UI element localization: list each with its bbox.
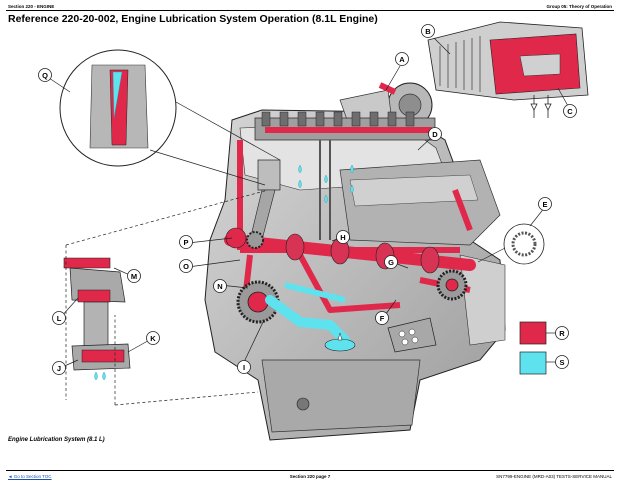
- legend-key-r: R: [555, 326, 569, 340]
- svg-text:K: K: [150, 334, 156, 343]
- callout-q: Q: [38, 68, 52, 82]
- callout-g: G: [384, 255, 398, 269]
- svg-text:L: L: [57, 314, 62, 323]
- oil-suction-passages: [265, 282, 356, 352]
- callout-b: B: [421, 24, 435, 38]
- legend-key-s: S: [555, 355, 569, 369]
- svg-text:S: S: [559, 358, 564, 367]
- svg-text:G: G: [388, 258, 394, 267]
- callout-m: M: [127, 269, 141, 283]
- figure-caption: Engine Lubrication System (8.1 L): [8, 437, 105, 443]
- callout-j: J: [52, 361, 66, 375]
- callout-o: O: [179, 259, 193, 273]
- legend-swatch-pressure-oil: [519, 321, 547, 345]
- svg-text:D: D: [432, 130, 438, 139]
- callout-c: C: [563, 104, 577, 118]
- callout-e: E: [538, 197, 552, 211]
- svg-text:F: F: [380, 314, 385, 323]
- callout-i: I: [237, 360, 251, 374]
- engine-block: [204, 109, 506, 441]
- callout-labels: A B C D E F G H I J K L M N O P Q: [38, 24, 577, 375]
- piston-connecting-rod: [225, 159, 281, 249]
- callout-h: H: [336, 230, 350, 244]
- oil-cooler: [427, 21, 589, 118]
- page-title: Reference 220-20-002, Engine Lubrication…: [8, 13, 378, 25]
- inset-bearing-detail: [477, 223, 545, 265]
- page-number: Section 220 page 7: [289, 474, 331, 479]
- svg-text:H: H: [340, 233, 345, 242]
- svg-text:C: C: [567, 107, 573, 116]
- svg-text:J: J: [57, 364, 61, 373]
- header-group: Group 05: Theory of Operation: [546, 4, 612, 9]
- svg-text:M: M: [131, 272, 137, 281]
- callout-n: N: [213, 279, 227, 293]
- svg-text:P: P: [183, 238, 188, 247]
- svg-text:E: E: [542, 200, 547, 209]
- svg-text:O: O: [183, 262, 189, 271]
- dashed-leader-lines: [65, 189, 269, 406]
- oil-filter-housing: [387, 317, 437, 353]
- callout-k: K: [146, 331, 160, 345]
- oil-drops: [298, 164, 354, 204]
- legend-swatch-return-oil: [519, 351, 547, 375]
- svg-text:I: I: [243, 363, 245, 372]
- callout-d: D: [428, 127, 442, 141]
- footer-rule: [6, 470, 614, 471]
- header-section: Section 220 - ENGINE: [8, 4, 55, 9]
- legend: R S: [519, 321, 569, 375]
- callout-a: A: [395, 52, 409, 66]
- svg-text:A: A: [399, 55, 405, 64]
- callout-f: F: [375, 311, 389, 325]
- svg-text:R: R: [559, 329, 565, 338]
- header-rule: [6, 10, 614, 11]
- svg-text:B: B: [425, 27, 431, 36]
- oil-pump-assembly: [63, 257, 131, 381]
- inset-valve-detail: [59, 49, 281, 186]
- svg-text:Q: Q: [42, 71, 48, 80]
- callout-l: L: [52, 311, 66, 325]
- svg-text:N: N: [217, 282, 222, 291]
- manual-id: SN7799-ENGINE (MRD-A03) TESTS-SERVICE MA…: [496, 474, 612, 479]
- callout-p: P: [179, 235, 193, 249]
- go-to-section-toc-link[interactable]: ◄ Go to Section TOC: [8, 474, 52, 479]
